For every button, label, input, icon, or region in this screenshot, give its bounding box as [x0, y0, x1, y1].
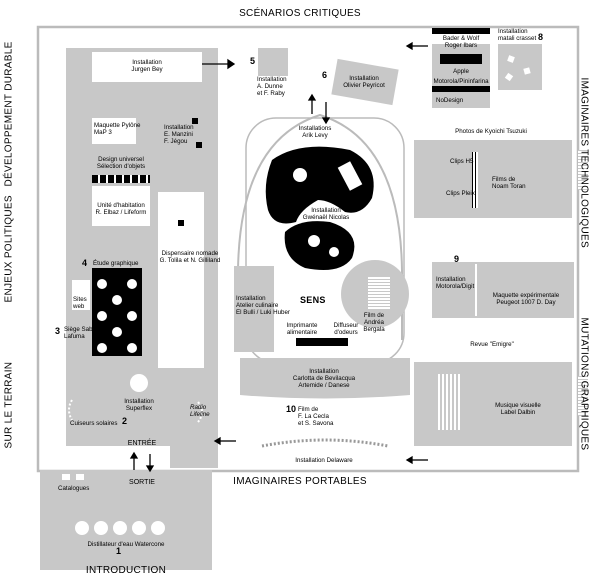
room-matali: [498, 44, 542, 90]
label-siege-sablier: Siège Sablier Lafuma: [64, 326, 101, 340]
label-sens: SENS: [300, 295, 326, 305]
label-bevilacqua: Installation Carlotta de Bevilacqua Arte…: [292, 368, 356, 389]
number-10: 10: [286, 404, 297, 414]
number-5: 5: [250, 56, 256, 66]
bader-wolf-bar: [432, 28, 490, 34]
label-matali: Installation matali crasset: [498, 28, 537, 42]
label-motorola-digit: Installation Motorola/Digit: [436, 276, 475, 290]
edge-top: SCÉNARIOS CRITIQUES: [239, 8, 361, 19]
label-la-cecla: Film de F. La Cecla et S. Savona: [298, 406, 334, 427]
label-nodesign: NoDesign: [436, 97, 464, 104]
label-clips-h5: Clips H5: [450, 158, 474, 165]
dalbin-screens: [438, 374, 462, 430]
number-2: 2: [122, 416, 128, 426]
motorola-divider: [475, 264, 477, 316]
label-radio: Radio Lifeline: [190, 404, 210, 418]
label-nicolas: Installation Gwénaël Nicolas: [302, 207, 350, 221]
label-entree: ENTRÉE: [127, 440, 157, 447]
label-delaware: Installation Delaware: [295, 457, 353, 464]
label-dispensaire: Dispensaire nomade G. Tolila et N. Gilli…: [159, 250, 221, 264]
label-cuiseurs: Cuiseurs solaires: [70, 420, 118, 427]
label-catalogues: Catalogues: [58, 485, 90, 492]
label-apple: Apple: [453, 68, 469, 75]
edge-introduction: INTRODUCTION: [85, 565, 167, 576]
room-motorola-digit: [432, 262, 574, 318]
edge-left-top: DÉVELOPPEMENT DURABLE: [3, 41, 15, 187]
room-dispensaire: [158, 192, 204, 368]
label-maquette-pylone: Maquette Pylône MaP 3: [94, 122, 141, 136]
room-clips: [414, 140, 572, 218]
label-superflex: Installation Superflex: [124, 398, 154, 412]
bergala-screens: [368, 276, 390, 310]
label-emigre: Revue "Emigre": [470, 341, 514, 348]
label-peyricot: Installation Olivier Peyricot: [343, 75, 385, 89]
dispensaire-marker: [178, 220, 184, 226]
label-bulli: Installation Atelier culinaire El Bulli …: [236, 295, 290, 316]
label-sites-web: Sites web: [73, 296, 87, 310]
edge-left-bottom: SUR LE TERRAIN: [3, 361, 15, 449]
number-6: 6: [322, 70, 328, 80]
label-arik-levy: Installations Arik Levy: [298, 125, 332, 139]
manzini-marker-1: [192, 118, 198, 124]
diffuseur-block: [322, 338, 348, 346]
label-clips-pleix: Clips Pleix: [446, 190, 475, 197]
label-manzini: Installation E. Manzini F. Jégou: [164, 124, 194, 145]
design-universel-bar: [92, 175, 150, 183]
catalogues-block-2: [76, 474, 84, 480]
number-1: 1: [116, 546, 122, 556]
label-unite-habitation: Unité d'habitation R. Elbaz / Lifeform: [95, 202, 147, 216]
imprimante-block: [296, 338, 322, 346]
room-jurgen-bey: [92, 52, 202, 82]
room-maquette-pylone: [92, 118, 136, 144]
number-4: 4: [82, 258, 88, 268]
edge-left-mid: ENJEUX POLITIQUES: [3, 195, 15, 303]
label-jurgen-bey: Installation Jurgen Bey: [131, 59, 163, 73]
label-bader-wolf: Bader & Wolf Roger Ibars: [442, 35, 480, 49]
label-bergala: Film de Andréa Bergala: [363, 312, 385, 333]
apple-strip: [440, 54, 482, 64]
clips-screens: [472, 152, 478, 208]
room-unite-habitation: [92, 186, 150, 226]
edge-right-top: IMAGINAIRES TECHNOLOGIQUES: [578, 77, 590, 248]
label-dalbin: Musique visuelle Label Dalbin: [495, 402, 541, 416]
catalogues-block-1: [62, 474, 70, 480]
edge-bottom: IMAGINAIRES PORTABLES: [233, 476, 367, 487]
edge-right-bottom: MUTATIONS GRAPHIQUES: [578, 317, 590, 451]
label-imprimante: Imprimante alimentaire: [286, 322, 318, 336]
label-motorola-pininfarina: Motorola/Pininfarina: [433, 78, 489, 85]
label-distillateur: Distillateur d'eau Watercone: [87, 541, 165, 548]
right-bottom-stripes: [578, 376, 588, 416]
label-diffuseur: Diffuseur d'odeurs: [333, 322, 359, 336]
number-8: 8: [538, 32, 544, 42]
number-9: 9: [454, 254, 460, 264]
label-tsuzuki: Photos de Kyoichi Tsuzuki: [455, 128, 527, 135]
number-3: 3: [55, 326, 61, 336]
label-noam-toran: Films de Noam Toran: [492, 176, 526, 190]
right-top-stripes: [578, 150, 588, 190]
sites-web-box: [72, 280, 90, 310]
label-etude-graphique: Étude graphique: [93, 260, 139, 267]
room-dunne-raby: [258, 48, 288, 76]
label-sortie: SORTIE: [129, 479, 155, 486]
motorola-strip: [432, 86, 490, 92]
label-dunne-raby: Installation A. Dunne et F. Raby: [257, 76, 287, 97]
label-peugeot: Maquette expérimentale Peugeot 1007 D. D…: [492, 292, 560, 306]
number-7: 7: [288, 202, 294, 212]
label-design-universel: Design universel Sélection d'objets: [96, 156, 146, 170]
manzini-marker-2: [196, 142, 202, 148]
